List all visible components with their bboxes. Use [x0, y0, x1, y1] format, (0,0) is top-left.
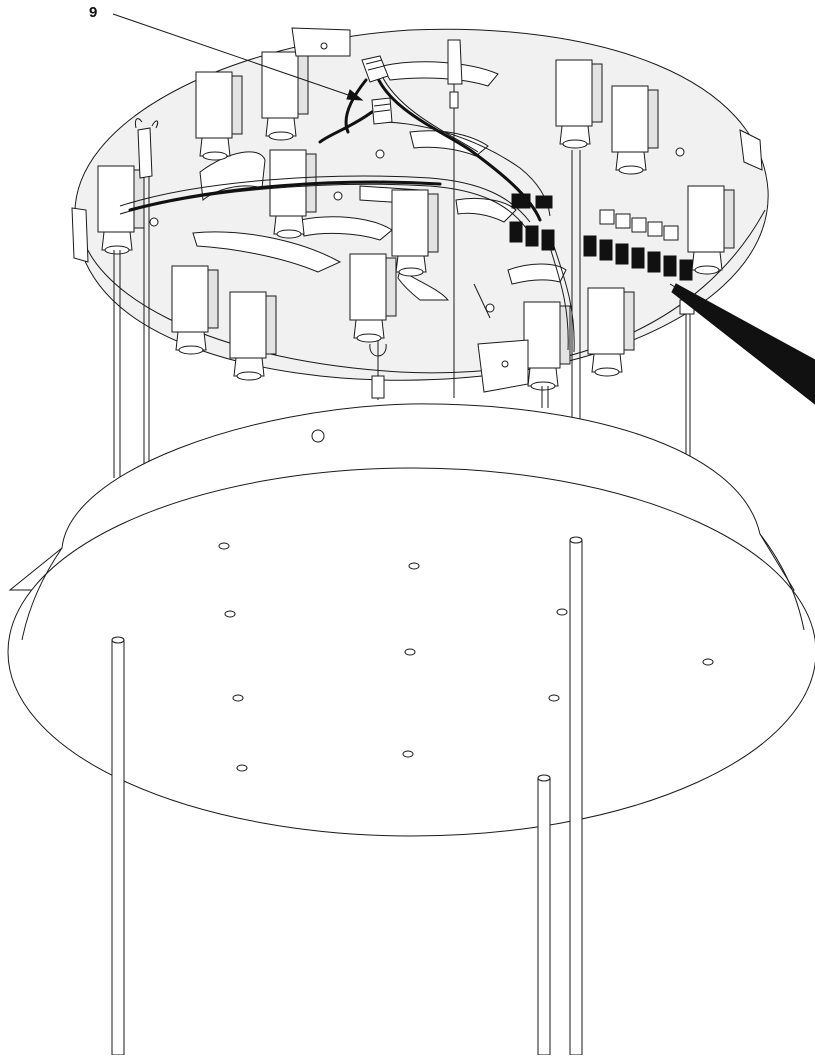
callout-number: 9 [89, 4, 98, 21]
socket-bracket-11 [349, 253, 397, 343]
wire-nut-connectors [361, 55, 393, 125]
socket-bracket-5 [391, 189, 439, 277]
socket-bracket-2 [195, 71, 243, 161]
socket-bracket-1 [97, 165, 145, 255]
canopy-holes [218, 542, 714, 772]
callout-leader [112, 13, 364, 101]
socket-bracket-9 [171, 265, 219, 355]
socket-bracket-7 [611, 85, 659, 175]
socket-bracket-3 [261, 51, 309, 141]
wiring-harness [119, 72, 575, 353]
socket-bracket-8 [687, 185, 735, 275]
terminal-block [509, 193, 693, 281]
suspension-cables [135, 39, 695, 470]
plate-edge-tabs [71, 129, 763, 263]
screwdriver [669, 283, 815, 405]
socket-bracket-10 [229, 291, 277, 381]
lower-canopy-disc [7, 403, 815, 837]
socket-bracket-12 [523, 301, 571, 391]
vertical-rods [113, 150, 581, 478]
socket-bracket-6 [555, 59, 603, 149]
mounting-plates [291, 27, 529, 393]
socket-bracket-13 [587, 287, 635, 377]
plate-screws [149, 147, 685, 319]
